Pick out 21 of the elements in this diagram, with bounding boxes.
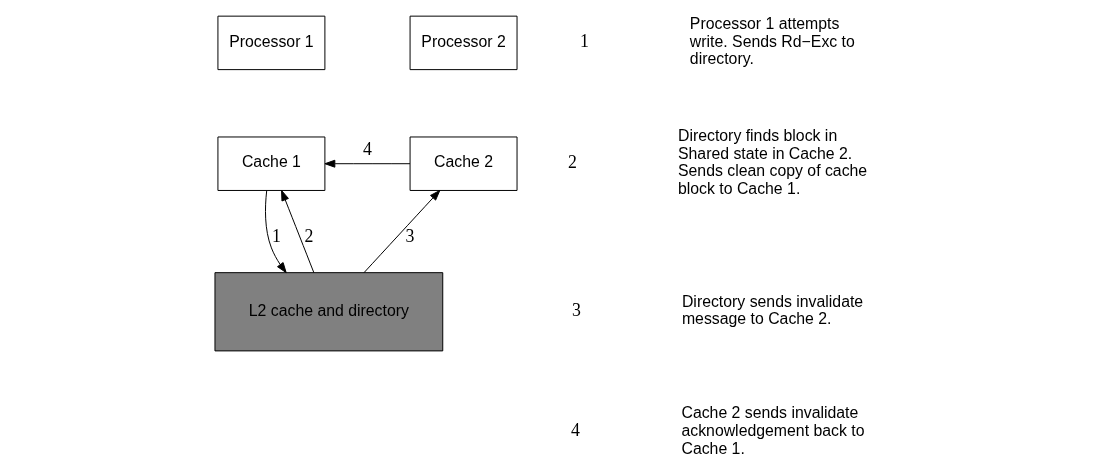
edge-label: 4 <box>363 139 372 160</box>
label: Cache 2 sends invalidate acknowledgement back to Cache 1. <box>681 404 865 457</box>
node-box: Cache 2 <box>409 136 518 191</box>
label: Directory sends invalidate message to Cache 2. <box>681 292 864 328</box>
label: 3 <box>572 300 581 321</box>
edge-label: 2 <box>304 226 314 247</box>
node-box: Processor 2 <box>409 15 518 71</box>
node-box: L2 cache and directory <box>214 272 444 352</box>
arrow <box>324 159 411 168</box>
label: 2 <box>568 152 577 173</box>
label: 4 <box>571 420 580 441</box>
label: Directory finds block in Shared state in Cache 2. Sends clean copy of cache block to Cache 1. <box>677 126 868 198</box>
node-box: Cache 1 <box>217 136 326 191</box>
arrow <box>281 190 315 274</box>
arrow <box>265 190 287 274</box>
edge-label: 1 <box>271 226 281 247</box>
node-box: Processor 1 <box>217 15 326 71</box>
arrow <box>363 190 441 274</box>
label: Processor 1 attempts write. Sends Rd−Exc to directory. <box>689 14 855 68</box>
label: 1 <box>579 31 589 52</box>
edge-label: 3 <box>405 226 415 247</box>
